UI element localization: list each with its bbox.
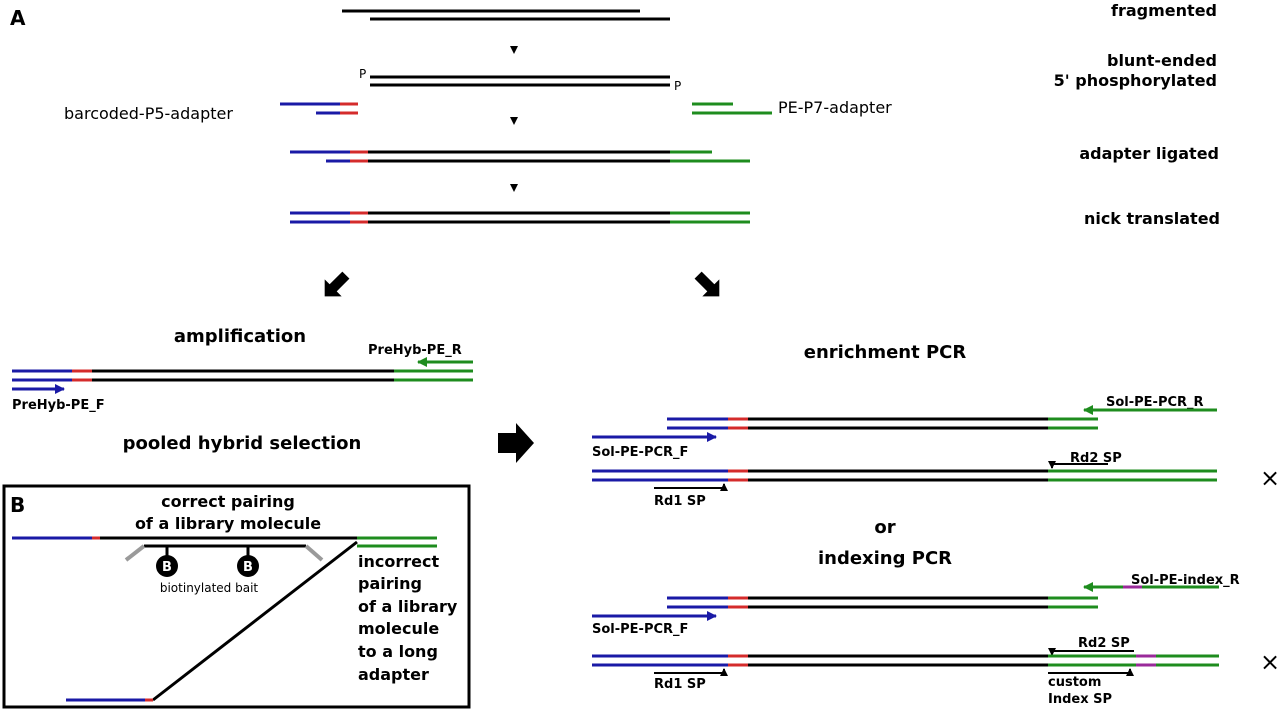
indexing-molecule-1 [667,596,1098,609]
or-label: or [874,517,895,538]
rd2-sp-arrow-2 [1048,648,1134,656]
indexing-molecule-2 [592,654,1219,667]
incorrect-pairing-text: incorrect pairing of a library molecule … [358,552,458,684]
step-blunt-ended: blunt-ended [1107,51,1217,70]
step-fragmented: fragmented [1111,1,1217,20]
pooled-hybrid-selection-heading: pooled hybrid selection [123,433,362,454]
incorrect-line-5: to a long [358,642,438,661]
down-arrow-3 [510,184,518,192]
rd1-sp-arrow [654,483,728,491]
correct-pairing-label-2: of a library molecule [135,514,321,533]
branch-arrow-left [324,271,350,297]
p7-adapter [692,102,772,115]
library-molecule-top [12,536,437,548]
down-arrow-2 [510,117,518,125]
bait-strand [124,544,324,562]
phospho-left: P [359,67,366,81]
custom-index-label-1: custom [1048,675,1101,690]
biotinylated-bait-label: biotinylated bait [160,581,259,595]
panel-b-letter: B [10,493,25,517]
incorrect-pairing-strand [152,540,358,702]
panel-a-letter: A [10,6,26,30]
rd1-sp-label-2: Rd1 SP [654,677,706,692]
big-right-arrow [498,423,534,463]
custom-index-sp-arrow [1048,668,1134,676]
incorrect-line-3: of a library [358,597,458,616]
p5-adapter [280,102,358,115]
prehyb-pe-f-label: PreHyb-PE_F [12,398,105,413]
rd2-sp-arrow [1048,461,1108,469]
step-nick-translated: nick translated [1084,209,1220,228]
step-adapter-ligated: adapter ligated [1079,144,1219,163]
rd1-sp-arrow-2 [654,668,728,676]
step-phosphorylated: 5' phosphorylated [1054,71,1217,90]
incorrect-line-4: molecule [358,619,439,638]
biotin-label-2: B [243,560,253,575]
nick-translated-dna [290,211,750,224]
rd2-sp-label: Rd2 SP [1070,451,1122,466]
enrichment-molecule-1 [667,417,1098,430]
incorrect-line-6: adapter [358,665,429,684]
amplification-heading: amplification [174,326,306,347]
down-arrow-1 [510,46,518,54]
cross-mark-2: × [1260,648,1280,676]
biotin-2: B [237,555,259,577]
cross-mark-1: × [1260,464,1280,492]
sol-pe-pcr-f-label: Sol-PE-PCR_F [592,445,688,460]
blunt-ended-dna [370,75,670,87]
sol-pe-pcr-r-label: Sol-PE-PCR_R [1106,395,1204,410]
sol-pe-pcr-f-label-2: Sol-PE-PCR_F [592,622,688,637]
indexing-pcr-heading: indexing PCR [818,548,952,569]
rd2-sp-label-2: Rd2 SP [1078,636,1130,651]
biotin-label-1: B [162,560,172,575]
panel-b-box [2,484,471,709]
branch-arrow-right [694,271,720,297]
amplification-dna [12,369,473,382]
incorrect-line-1: incorrect [358,552,439,571]
phospho-right: P [674,79,681,93]
pe-p7-adapter-label: PE-P7-adapter [778,98,892,117]
biotin-1: B [156,555,178,577]
incorrect-line-2: pairing [358,574,422,593]
enrichment-pcr-heading: enrichment PCR [804,342,967,363]
correct-pairing-label-1: correct pairing [161,492,295,511]
custom-index-label-2: Index SP [1048,692,1112,707]
enrichment-molecule-2 [592,469,1217,482]
barcoded-p5-adapter-label: barcoded-P5-adapter [64,104,233,123]
rd1-sp-label: Rd1 SP [654,494,706,509]
sol-pe-index-r-label: Sol-PE-index_R [1131,573,1240,588]
prehyb-pe-r-label: PreHyb-PE_R [368,343,462,358]
fragmented-dna [342,9,670,21]
adapter-ligated-dna [290,150,750,163]
